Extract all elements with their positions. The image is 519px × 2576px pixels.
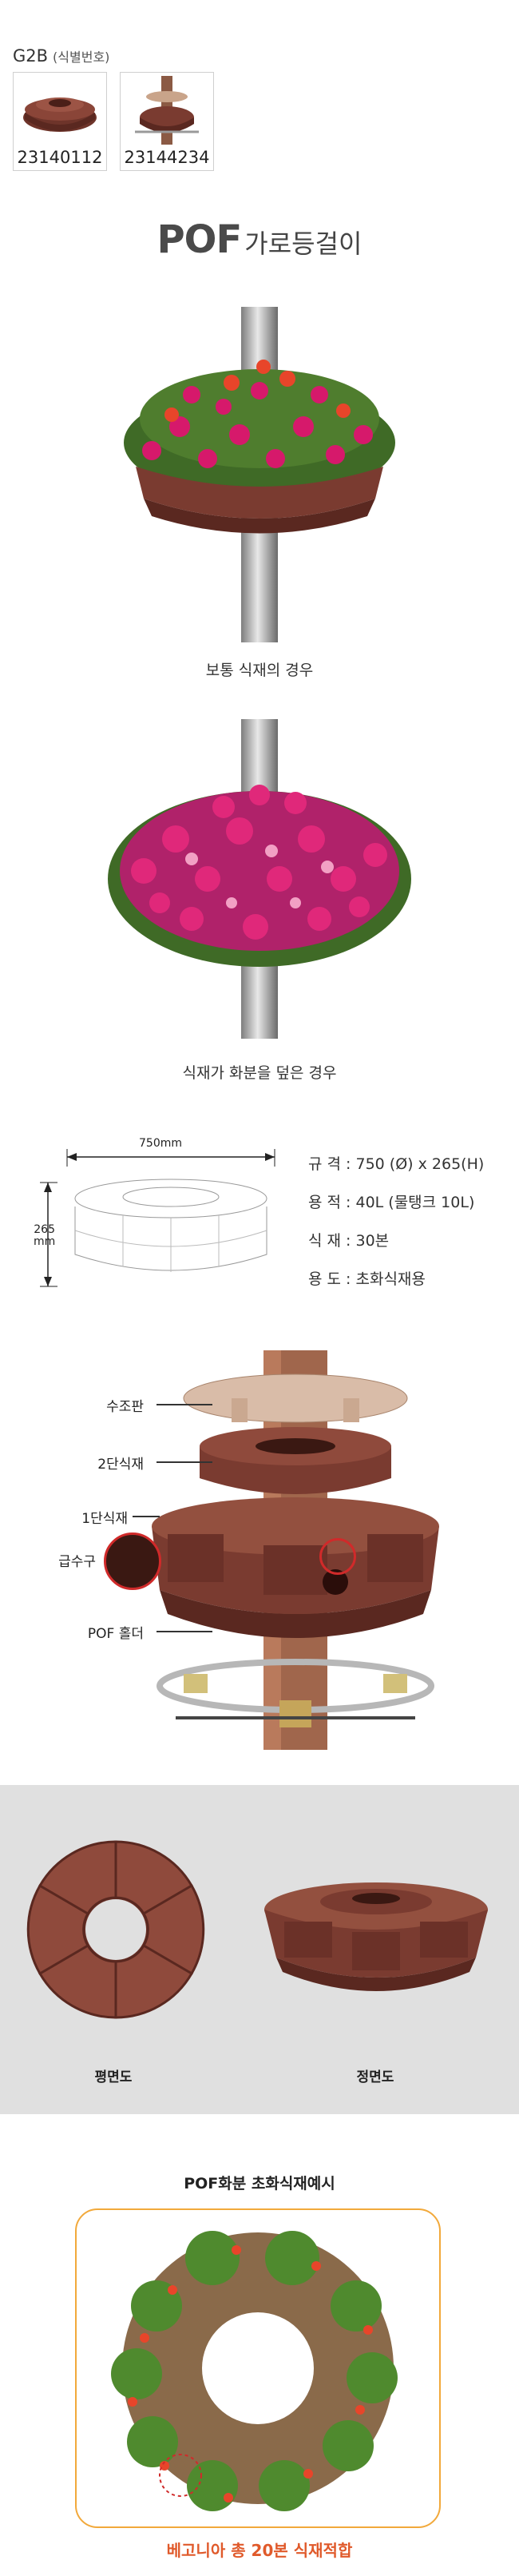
arrow-water-plate [156, 1404, 212, 1405]
spec-planting: 식 재 : 30본 [308, 1232, 390, 1250]
top-view-caption: 평면도 [94, 2069, 133, 2085]
spec-volume: 용 적 : 40L (물탱크 10L) [308, 1194, 475, 1211]
code-text: G2B [13, 46, 49, 66]
front-view-image [260, 1878, 492, 1998]
dimension-height-label: 265 mm [34, 1224, 55, 1248]
spec-usage: 용 도 : 초화식재용 [308, 1270, 426, 1288]
spec-label: 규 격 [308, 1155, 341, 1173]
water-inlet-marker [319, 1538, 356, 1575]
height-unit: mm [34, 1235, 56, 1248]
identifier-code: G2B (식별번호) [13, 46, 109, 66]
thumbnail-id: 23144234 [124, 148, 210, 167]
spec-size: 규 격 : 750 (Ø) x 265(H) [308, 1155, 485, 1173]
photo-normal-planting [104, 307, 415, 642]
front-view-caption: 정면도 [356, 2069, 394, 2085]
part-label-tier2: 2단식재 [97, 1457, 144, 1473]
spec-label: 용 적 [308, 1194, 341, 1211]
part-label-water-plate: 수조판 [106, 1399, 144, 1415]
code-note: (식별번호) [53, 50, 110, 65]
water-inlet-inset [104, 1532, 161, 1590]
arrow-tier2 [156, 1461, 212, 1463]
photo-caption-covered: 식재가 화분을 덮은 경우 [182, 1064, 337, 1082]
spec-value: 30본 [355, 1232, 390, 1250]
title-brand: POF [156, 217, 243, 262]
example-box [75, 2208, 441, 2528]
spec-value: 초화식재용 [355, 1270, 426, 1288]
example-title: POF화분 초화식재예시 [184, 2175, 335, 2192]
spec-label: 용 도 [308, 1270, 341, 1288]
thumbnail-planter[interactable]: 23140112 [13, 72, 107, 171]
arrow-holder [156, 1631, 212, 1632]
title-rest: 가로등걸이 [244, 229, 363, 259]
spec-value: 40L (물탱크 10L) [355, 1194, 475, 1211]
top-view-image [24, 1838, 208, 2021]
thumbnail-id: 23140112 [17, 148, 103, 167]
dimension-width-label: 750mm [139, 1137, 182, 1150]
photo-caption-normal: 보통 식재의 경우 [205, 662, 314, 679]
photo-covered-planting [96, 719, 423, 1039]
pole-holder-thumbnail-icon [135, 76, 199, 145]
planter-thumbnail-icon [23, 97, 97, 132]
part-label-holder: POF 홀더 [87, 1626, 144, 1642]
thumbnail-holder[interactable]: 23144234 [120, 72, 214, 171]
arrow-tier1 [133, 1516, 160, 1517]
part-label-tier1: 1단식재 [81, 1511, 128, 1527]
spec-value: 750 (Ø) x 265(H) [355, 1155, 485, 1173]
example-caption: 베고니아 총 20본 식재적합 [166, 2541, 353, 2560]
dimension-drawing [35, 1135, 299, 1294]
height-value: 265 [34, 1223, 55, 1236]
exploded-parts-diagram [144, 1350, 479, 1750]
spec-label: 식 재 [308, 1232, 341, 1250]
part-label-water-inlet: 급수구 [58, 1554, 96, 1570]
